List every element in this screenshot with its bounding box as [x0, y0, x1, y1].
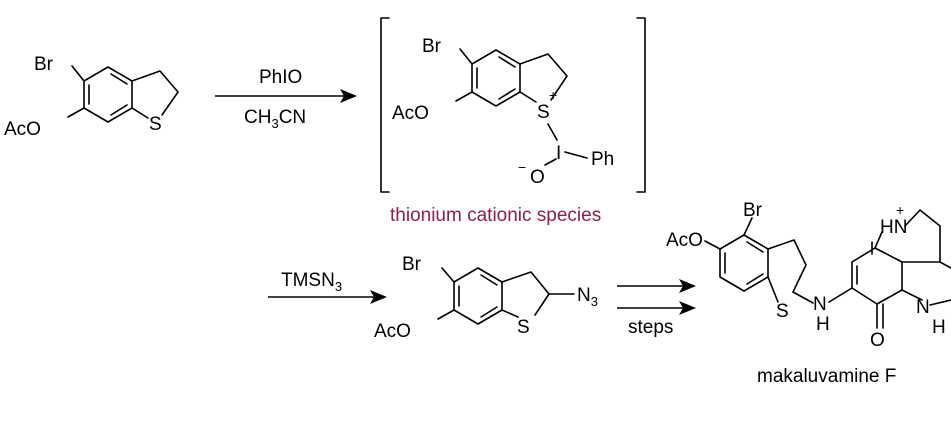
mk-o-label: O: [870, 330, 885, 351]
az-s-label: S: [517, 317, 530, 338]
sm-o-bond: [67, 107, 85, 118]
reagent-tmsn3: TMSN3: [281, 270, 342, 294]
mk-br-label: Br: [743, 200, 763, 221]
sm-benzene-ring: [83, 66, 133, 123]
az-ring-double-bonds: [458, 274, 498, 318]
sm-aco-label: AcO: [4, 119, 41, 140]
mk-benzene-ring: [719, 234, 769, 292]
starting-material: Br AcO S: [4, 54, 179, 140]
sm-br-bond: [71, 65, 85, 82]
mk-aco-label: AcO: [666, 230, 703, 251]
mk-central-ring: [851, 247, 903, 305]
int-o-label: O: [530, 167, 545, 188]
intermediate-caption: thionium cationic species: [390, 205, 601, 226]
mk-indole-n-label: N: [916, 297, 930, 318]
arrow-step2: TMSN3: [268, 270, 387, 304]
mk-nh-ring-bond: [828, 287, 853, 303]
reagent-ch3cn: CH3CN: [244, 107, 306, 131]
az-benzene-ring: [453, 267, 503, 325]
az-o-bond: [437, 309, 455, 320]
int-benzene-ring: [471, 49, 521, 107]
intermediate-structure: Br AcO S + I Ph O −: [392, 36, 614, 188]
reagent-phio: PhIO: [259, 67, 302, 88]
mk-central-double-bonds: [856, 241, 873, 285]
mk-s-label: S: [776, 301, 789, 322]
mk-hn-label: HN: [880, 217, 907, 238]
makaluvamine-f: Br AcO S N H HN + O N H: [666, 200, 951, 351]
left-bracket: [380, 17, 390, 193]
int-s-i-bond: [547, 123, 558, 141]
mk-pyridinium-ring: [874, 209, 941, 263]
int-br-bond: [459, 48, 473, 65]
int-i-label: I: [556, 143, 561, 164]
int-aco-label: AcO: [392, 103, 429, 124]
az-br-label: Br: [402, 254, 422, 275]
mk-ring-double-bonds: [724, 241, 764, 285]
int-ring-double-bonds: [476, 56, 516, 100]
int-i-o-bond: [544, 158, 557, 166]
az-br-bond: [441, 267, 455, 283]
mk-thiolane-ring: [767, 239, 807, 303]
sm-br-label: Br: [34, 54, 54, 75]
int-ph-label: Ph: [591, 149, 614, 170]
mk-br-bond: [743, 217, 753, 236]
az-thiolane-ring: [501, 271, 550, 318]
az-aco-label: AcO: [374, 321, 411, 342]
reagent-steps: steps: [628, 317, 673, 338]
mk-indole-h-label: H: [932, 317, 946, 338]
mk-hn-plus: +: [896, 202, 904, 218]
int-o-bond: [455, 91, 473, 102]
int-s-label: S: [537, 102, 550, 123]
int-thiolane-ring: [519, 53, 568, 103]
mk-nh-h-label: H: [816, 314, 830, 335]
azide-product: Br AcO S N3: [374, 254, 598, 342]
mk-carbonyl-bond: [876, 303, 884, 329]
right-bracket: [636, 17, 646, 193]
sm-ring-double-bonds: [88, 73, 128, 116]
intermediate-brackets: [380, 17, 646, 193]
sm-s-label: S: [149, 114, 162, 135]
mk-pyrrole-ring: [901, 261, 951, 306]
arrow-step1: PhIO CH3CN: [215, 67, 357, 131]
az-n3-label: N3: [577, 285, 598, 309]
sm-thiolane-ring: [131, 70, 179, 119]
int-i-ph-bond: [564, 151, 588, 159]
int-s-plus: +: [549, 87, 557, 103]
mk-n-label: N: [813, 294, 827, 315]
mk-ch-nh-bond: [792, 291, 814, 304]
mk-o-bond: [704, 240, 721, 250]
int-br-label: Br: [422, 36, 442, 57]
product-caption: makaluvamine F: [757, 366, 896, 387]
arrow-steps: steps: [617, 279, 696, 338]
int-o-minus: −: [518, 159, 526, 175]
